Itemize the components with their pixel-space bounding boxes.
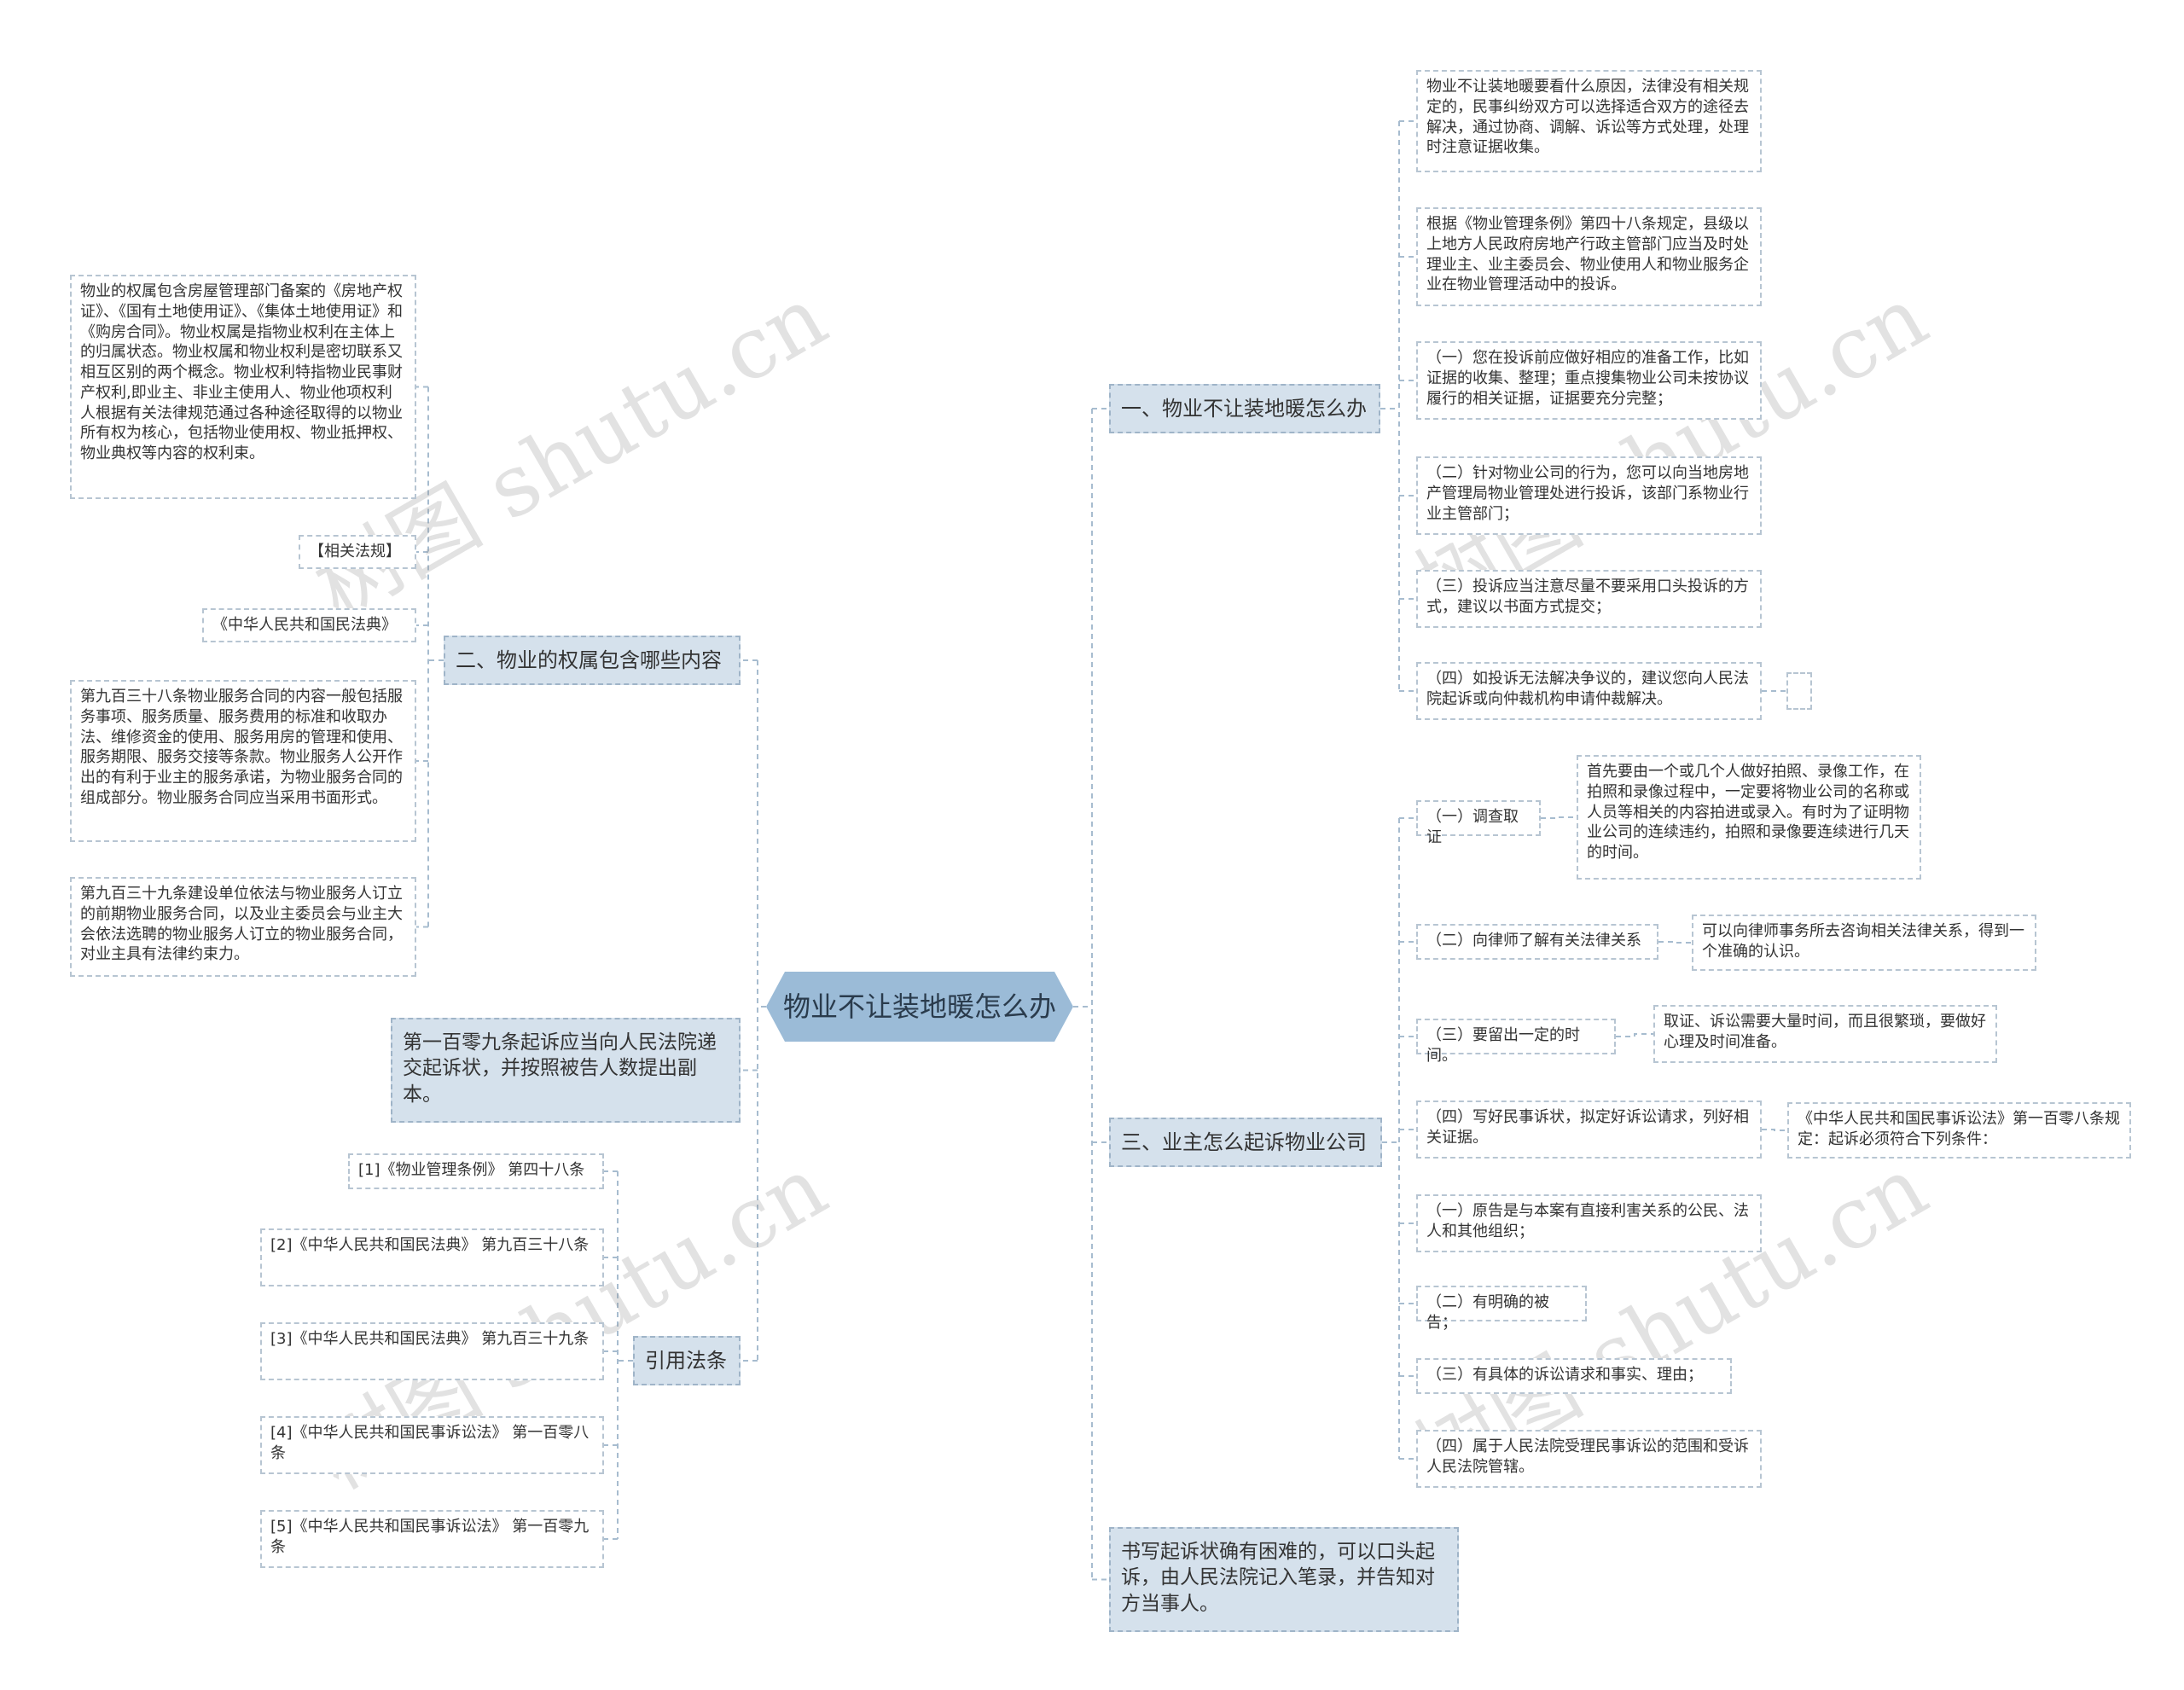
detail-civil-procedure[interactable]: 《中华人民共和国民事诉讼法》第一百零八条规定：起诉必须符合下列条件： xyxy=(1787,1102,2131,1159)
detail-time[interactable]: 取证、诉讼需要大量时间，而且很繁琐，要做好心理及时间准备。 xyxy=(1653,1005,1997,1063)
leaf-b3-3[interactable]: （三）要留出一定的时间。 xyxy=(1416,1019,1616,1065)
citation-4[interactable]: [4]《中华人民共和国民事诉讼法》 第一百零八条 xyxy=(260,1416,604,1474)
citation-3[interactable]: [3]《中华人民共和国民法典》 第九百三十九条 xyxy=(260,1322,604,1380)
leaf-b1-2[interactable]: 根据《物业管理条例》第四十八条规定，县级以上地方人民政府房地产行政主管部门应当及… xyxy=(1416,207,1762,306)
leaf-b1-6[interactable]: （四）如投诉无法解决争议的，建议您向人民法院起诉或向仲裁机构申请仲裁解决。 xyxy=(1416,662,1762,720)
leaf-b3-6[interactable]: （二）有明确的被告； xyxy=(1416,1286,1587,1332)
branch-how-to-sue[interactable]: 三、业主怎么起诉物业公司 xyxy=(1109,1118,1382,1167)
leaf-b3-7[interactable]: （三）有具体的诉讼请求和事实、理由； xyxy=(1416,1358,1732,1394)
leaf-b2-5[interactable]: 第九百三十九条建设单位依法与物业服务人订立的前期物业服务合同，以及业主委员会与业… xyxy=(70,877,416,977)
leaf-b2-1[interactable]: 物业的权属包含房屋管理部门备案的《房地产权证》、《国有土地使用证》、《集体土地使… xyxy=(70,275,416,499)
connector-line xyxy=(1616,1033,1653,1037)
leaf-b3-2[interactable]: （二）向律师了解有关法律关系 xyxy=(1416,924,1658,960)
leaf-b1-1[interactable]: 物业不让装地暖要看什么原因，法律没有相关规定的，民事纠纷双方可以选择适合双方的途… xyxy=(1416,70,1762,172)
citation-5[interactable]: [5]《中华人民共和国民事诉讼法》 第一百零九条 xyxy=(260,1510,604,1568)
leaf-b2-3[interactable]: 《中华人民共和国民法典》 xyxy=(202,608,416,642)
branch-oral-complaint[interactable]: 书写起诉状确有困难的，可以口头起诉，由人民法院记入笔录，并告知对方当事人。 xyxy=(1109,1527,1459,1632)
leaf-b2-4[interactable]: 第九百三十八条物业服务合同的内容一般包括服务事项、服务质量、服务费用的标准和收取… xyxy=(70,680,416,842)
leaf-b2-2[interactable]: 【相关法规】 xyxy=(299,535,416,569)
connector-line xyxy=(1541,816,1577,819)
branch-property-ownership[interactable]: 二、物业的权属包含哪些内容 xyxy=(444,636,741,685)
leaf-b1-5[interactable]: （三）投诉应当注意尽量不要采用口头投诉的方式，建议以书面方式提交； xyxy=(1416,570,1762,628)
citation-2[interactable]: [2]《中华人民共和国民法典》 第九百三十八条 xyxy=(260,1228,604,1286)
root-node[interactable]: 物业不让装地暖怎么办 xyxy=(766,972,1073,1042)
branch-cited-laws[interactable]: 引用法条 xyxy=(633,1336,741,1385)
leaf-b3-8[interactable]: （四）属于人民法院受理民事诉讼的范围和受诉人民法院管辖。 xyxy=(1416,1430,1762,1488)
leaf-b3-5[interactable]: （一）原告是与本案有直接利害关系的公民、法人和其他组织； xyxy=(1416,1194,1762,1252)
leaf-b3-1[interactable]: （一）调查取证 xyxy=(1416,800,1541,846)
branch-article-109[interactable]: 第一百零九条起诉应当向人民法院递交起诉状，并按照被告人数提出副本。 xyxy=(391,1018,741,1123)
leaf-b1-4[interactable]: （二）针对物业公司的行为，您可以向当地房地产管理局物业管理处进行投诉，该部门系物… xyxy=(1416,456,1762,535)
leaf-b3-4[interactable]: （四）写好民事诉状，拟定好诉讼请求，列好相关证据。 xyxy=(1416,1101,1762,1159)
empty-placeholder-node xyxy=(1786,672,1812,710)
detail-investigation[interactable]: 首先要由一个或几个人做好拍照、录像工作，在拍照和录像过程中，一定要将物业公司的名… xyxy=(1577,755,1921,880)
leaf-b1-3[interactable]: （一）您在投诉前应做好相应的准备工作，比如证据的收集、整理；重点搜集物业公司未按… xyxy=(1416,341,1762,420)
branch-how-to-handle[interactable]: 一、物业不让装地暖怎么办 xyxy=(1109,384,1380,433)
citation-1[interactable]: [1]《物业管理条例》 第四十八条 xyxy=(348,1153,604,1189)
detail-lawyer[interactable]: 可以向律师事务所去咨询相关法律关系，得到一个准确的认识。 xyxy=(1692,915,2036,971)
connector-line xyxy=(1658,941,1692,944)
